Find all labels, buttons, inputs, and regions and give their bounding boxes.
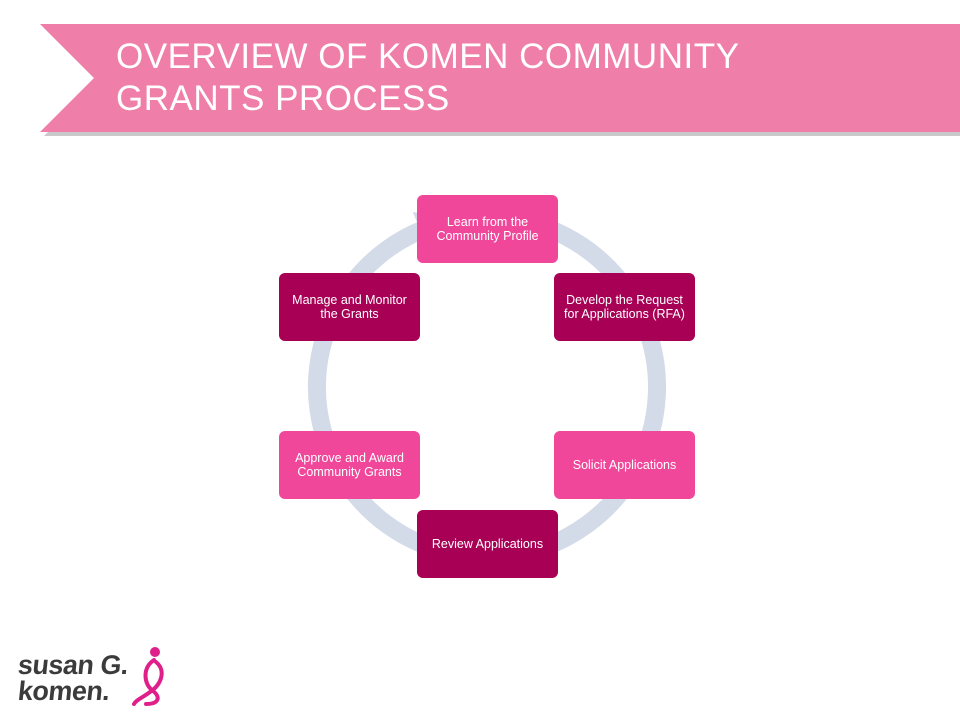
step-manage-monitor-grants: Manage and Monitor the Grants xyxy=(279,273,420,341)
step-label: Learn from the Community Profile xyxy=(436,215,539,243)
step-label: Approve and Award Community Grants xyxy=(295,451,404,479)
title-banner: OVERVIEW OF KOMEN COMMUNITY GRANTS PROCE… xyxy=(0,0,960,140)
banner-shape xyxy=(40,24,960,136)
title-line-2: GRANTS PROCESS xyxy=(116,79,450,118)
step-solicit-applications: Solicit Applications xyxy=(554,431,695,499)
pink-ribbon-icon xyxy=(132,647,164,706)
logo-line-1: susan G. xyxy=(16,650,130,680)
page-title: OVERVIEW OF KOMEN COMMUNITY GRANTS PROCE… xyxy=(116,36,936,120)
step-label: Manage and Monitor the Grants xyxy=(292,293,407,321)
komen-logo: susan G. komen. xyxy=(14,642,184,712)
step-label: Solicit Applications xyxy=(572,458,677,472)
cycle-ring-arc xyxy=(308,209,666,566)
step-learn-community-profile: Learn from the Community Profile xyxy=(417,195,558,263)
title-line-1: OVERVIEW OF KOMEN COMMUNITY xyxy=(116,37,740,76)
step-develop-rfa: Develop the Request for Applications (RF… xyxy=(554,273,695,341)
step-review-applications: Review Applications xyxy=(417,510,558,578)
step-approve-award-grants: Approve and Award Community Grants xyxy=(279,431,420,499)
logo-line-2: komen. xyxy=(16,676,112,706)
cycle-ring-arrow xyxy=(308,209,666,566)
step-label: Develop the Request for Applications (RF… xyxy=(564,293,685,321)
step-label: Review Applications xyxy=(431,537,544,551)
